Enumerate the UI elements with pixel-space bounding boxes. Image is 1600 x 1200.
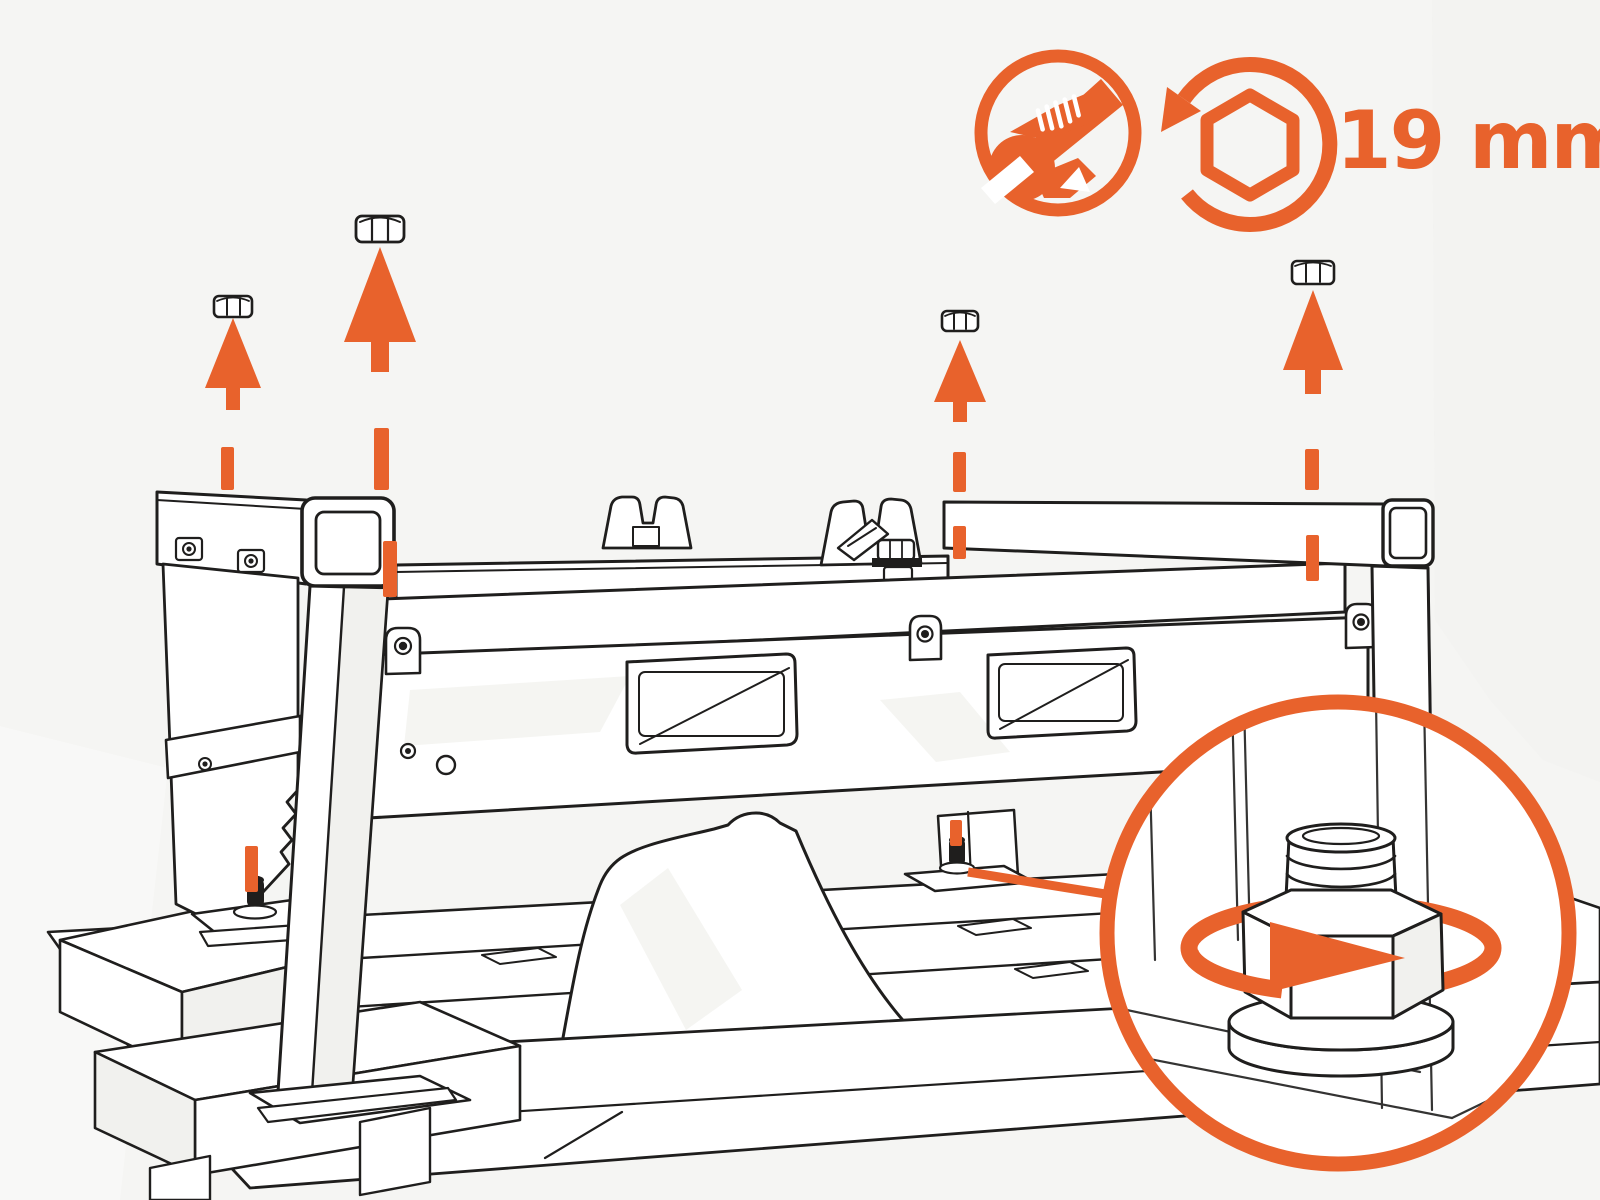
bracket-2 [908, 614, 943, 662]
left-side-panel [161, 536, 302, 922]
handle-pocket-right [986, 646, 1138, 740]
dashed-line-1 [221, 447, 258, 892]
size-label: 19 mm [1336, 94, 1600, 187]
rotation-arrowhead [1270, 922, 1405, 992]
clamp-bracket-1 [601, 495, 693, 550]
dashed-line-3 [950, 452, 966, 846]
rail-brackets [384, 602, 1379, 676]
up-arrow-3 [934, 340, 986, 422]
up-arrow-1 [205, 318, 261, 410]
middle-foot [903, 808, 1036, 893]
nut-1 [212, 294, 254, 319]
wrench-icon [974, 49, 1142, 217]
dashed-line-2 [374, 428, 397, 597]
up-arrow-2 [344, 247, 416, 372]
up-arrow-4 [1283, 290, 1343, 394]
top-rail-left [155, 490, 472, 1125]
detail-circle-ring [1099, 694, 1577, 1172]
front-left-post [248, 584, 472, 1125]
nut-2 [354, 214, 406, 244]
nut-3 [940, 309, 980, 333]
tool-legend: 19 mm [974, 49, 1600, 232]
rotate-nut-icon [1161, 57, 1338, 232]
nut-4 [1290, 259, 1336, 286]
handle-pocket-left [625, 652, 799, 755]
detail-view [1099, 694, 1577, 1172]
dashed-line-4 [1305, 449, 1319, 581]
removal-annotations [205, 214, 1343, 892]
bracket-1 [384, 626, 422, 676]
panel-hole [435, 754, 457, 776]
detail-fastener [1180, 822, 1502, 1078]
callout-line [967, 867, 1119, 901]
wrench-grip-lines [1035, 94, 1081, 132]
base-front-panel [366, 615, 1370, 820]
